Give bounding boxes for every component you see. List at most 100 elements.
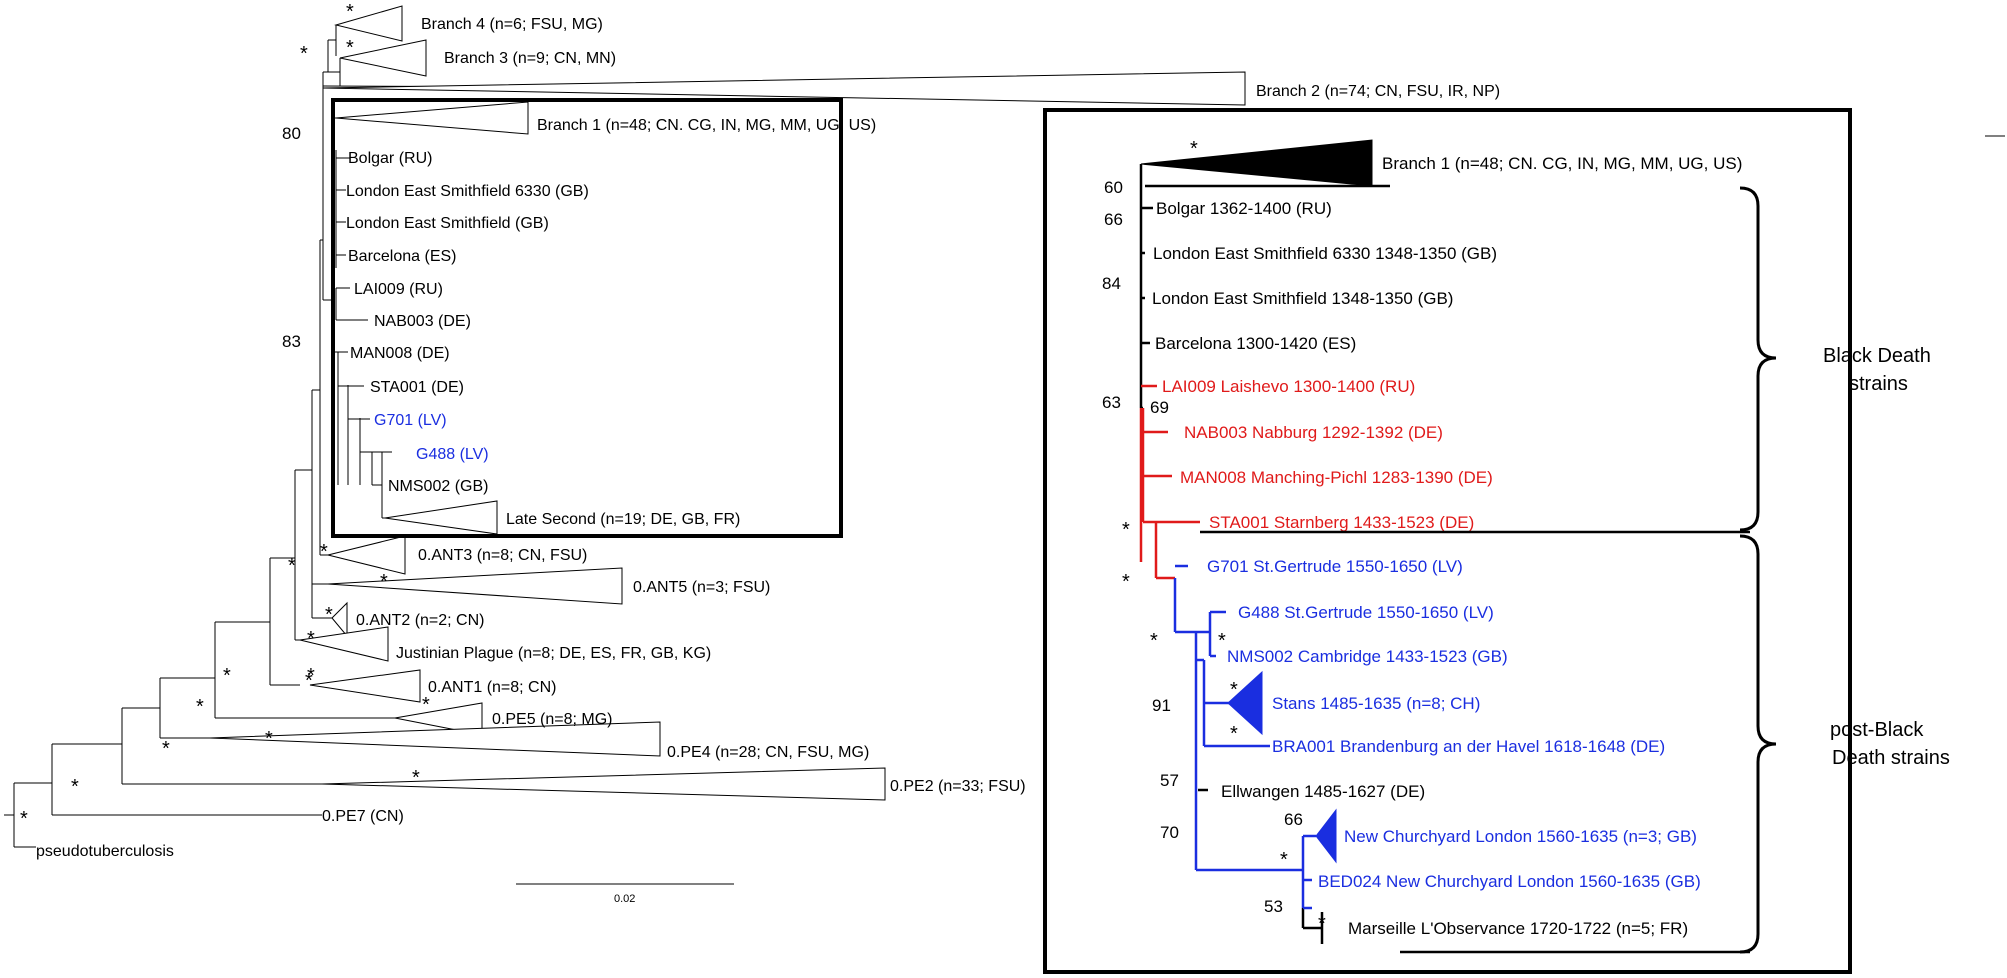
right-support-66: 66: [1104, 210, 1123, 229]
right-support-66b: 66: [1284, 810, 1303, 829]
left-taxon-branch2: Branch 2 (n=74; CN, FSU, IR, NP): [1256, 83, 1500, 100]
left-taxon-pseudotuberculosis: pseudotuberculosis: [36, 843, 174, 860]
left-asterisk: *: [223, 665, 231, 687]
right-asterisk: *: [1318, 913, 1326, 935]
left-highlight-box: [331, 98, 843, 538]
left-taxon-sta001: STA001 (DE): [370, 379, 464, 396]
left-asterisk: *: [412, 767, 420, 789]
right-asterisk: *: [1122, 519, 1130, 541]
group-brackets: [1145, 184, 1777, 954]
right-tree-support: 60 66 84 63 69 91 57 70 66 53 * * * * * …: [1102, 138, 1326, 935]
left-taxon-les: London East Smithfield (GB): [346, 215, 549, 232]
right-asterisk: *: [1150, 630, 1158, 652]
left-taxon-branch4: Branch 4 (n=6; FSU, MG): [421, 16, 603, 33]
post-black-death-brace: [1739, 534, 1777, 954]
black-death-brace: [1739, 186, 1777, 532]
left-tree-support: 80 83 * * * * * * * * * * * * * * * * * …: [20, 1, 430, 830]
post-black-death-label-line1: post-Black: [1830, 719, 1924, 741]
left-asterisk: *: [346, 37, 354, 59]
right-support-70: 70: [1160, 823, 1179, 842]
right-taxon-g488: G488 St.Gertrude 1550-1650 (LV): [1238, 603, 1494, 622]
right-taxon-g701: G701 St.Gertrude 1550-1650 (LV): [1207, 557, 1463, 576]
right-detail-box: [1043, 108, 1852, 974]
left-tree-collapsed-clades: [209, 5, 1246, 801]
left-asterisk: *: [20, 808, 28, 830]
right-taxon-man008: MAN008 Manching-Pichl 1283-1390 (DE): [1180, 468, 1493, 487]
right-asterisk: *: [1280, 849, 1288, 871]
left-taxon-g488: G488 (LV): [416, 446, 489, 463]
right-tree-branches-blue: [1173, 564, 1337, 910]
left-support-80: 80: [282, 124, 301, 143]
right-taxon-ellwangen: Ellwangen 1485-1627 (DE): [1221, 782, 1425, 801]
left-taxon-les6330: London East Smithfield 6330 (GB): [346, 183, 589, 200]
left-taxon-man008: MAN008 (DE): [350, 345, 450, 362]
right-asterisk: *: [1218, 630, 1226, 652]
left-taxon-ant3: 0.ANT3 (n=8; CN, FSU): [418, 547, 587, 564]
right-taxon-bra001: BRA001 Brandenburg an der Havel 1618-164…: [1272, 737, 1665, 756]
left-taxon-lai009: LAI009 (RU): [354, 281, 443, 298]
right-taxon-lai009: LAI009 Laishevo 1300-1400 (RU): [1162, 377, 1415, 396]
right-taxon-marseille: Marseille L'Observance 1720-1722 (n=5; F…: [1348, 919, 1688, 938]
right-taxon-barcelona: Barcelona 1300-1420 (ES): [1155, 334, 1356, 353]
left-taxon-pe4: 0.PE4 (n=28; CN, FSU, MG): [667, 744, 869, 761]
left-support-83: 83: [282, 332, 301, 351]
left-taxon-pe5: 0.PE5 (n=8; MG): [492, 711, 613, 728]
post-black-death-label-line2: Death strains: [1832, 747, 1950, 769]
right-asterisk: *: [1230, 723, 1238, 745]
right-taxon-stans: Stans 1485-1635 (n=8; CH): [1272, 694, 1480, 713]
right-support-60: 60: [1104, 178, 1123, 197]
left-taxon-ant2: 0.ANT2 (n=2; CN): [356, 612, 484, 629]
right-support-53: 53: [1264, 897, 1283, 916]
group-labels: Black Death strains post-Black Death str…: [1823, 345, 1950, 769]
left-asterisk: *: [162, 738, 170, 760]
left-taxon-nms002: NMS002 (GB): [388, 478, 488, 495]
left-taxon-bolgar: Bolgar (RU): [348, 150, 432, 167]
left-taxon-pe7: 0.PE7 (CN): [322, 808, 404, 825]
left-asterisk: *: [346, 1, 354, 23]
right-support-84: 84: [1102, 274, 1121, 293]
left-asterisk: *: [320, 541, 328, 563]
left-asterisk: *: [325, 604, 333, 626]
left-taxon-justinian: Justinian Plague (n=8; DE, ES, FR, GB, K…: [396, 645, 711, 662]
right-support-91: 91: [1152, 696, 1171, 715]
right-taxon-branch1: Branch 1 (n=48; CN. CG, IN, MG, MM, UG, …: [1382, 154, 1742, 173]
left-taxon-pe2: 0.PE2 (n=33; FSU): [890, 778, 1026, 795]
left-taxon-branch1: Branch 1 (n=48; CN. CG, IN, MG, MM, UG, …: [537, 117, 876, 134]
left-asterisk: *: [380, 571, 388, 593]
right-taxon-nms002: NMS002 Cambridge 1433-1523 (GB): [1227, 647, 1508, 666]
left-asterisk: *: [305, 670, 313, 692]
left-asterisk: *: [307, 665, 315, 687]
left-asterisk: *: [307, 628, 315, 650]
left-taxon-nab003: NAB003 (DE): [374, 313, 471, 330]
left-tree-labels: Branch 4 (n=6; FSU, MG) Branch 3 (n=9; C…: [36, 16, 1500, 860]
right-taxon-les6330: London East Smithfield 6330 1348-1350 (G…: [1153, 244, 1497, 263]
right-tree-branches-red: [1139, 384, 1200, 580]
left-taxon-g701: G701 (LV): [374, 412, 447, 429]
left-asterisk: *: [265, 728, 273, 750]
right-support-69: 69: [1150, 398, 1169, 417]
left-taxon-late-second: Late Second (n=19; DE, GB, FR): [506, 511, 740, 528]
left-asterisk: *: [196, 696, 204, 718]
right-support-63: 63: [1102, 393, 1121, 412]
left-taxon-branch3: Branch 3 (n=9; CN, MN): [444, 50, 616, 67]
right-taxon-new-churchyard: New Churchyard London 1560-1635 (n=3; GB…: [1344, 827, 1697, 846]
right-taxon-bed024: BED024 New Churchyard London 1560-1635 (…: [1318, 872, 1701, 891]
scale-bar-label: 0.02: [614, 893, 635, 905]
right-taxon-nab003: NAB003 Nabburg 1292-1392 (DE): [1184, 423, 1443, 442]
right-taxon-les: London East Smithfield 1348-1350 (GB): [1152, 289, 1453, 308]
black-death-label-line1: Black Death: [1823, 345, 1931, 367]
black-death-label-line2: strains: [1849, 373, 1908, 395]
right-support-57: 57: [1160, 771, 1179, 790]
left-asterisk: *: [422, 694, 430, 716]
left-asterisk: *: [71, 776, 79, 798]
right-taxon-sta001: STA001 Starnberg 1433-1523 (DE): [1209, 513, 1474, 532]
right-asterisk: *: [1122, 571, 1130, 593]
right-tree-labels: Branch 1 (n=48; CN. CG, IN, MG, MM, UG, …: [1152, 154, 1742, 938]
right-asterisk: *: [1230, 679, 1238, 701]
left-taxon-ant1: 0.ANT1 (n=8; CN): [428, 679, 556, 696]
right-taxon-bolgar: Bolgar 1362-1400 (RU): [1156, 199, 1332, 218]
left-taxon-ant5: 0.ANT5 (n=3; FSU): [633, 579, 770, 596]
left-asterisk: *: [288, 555, 296, 577]
right-asterisk: *: [1190, 138, 1198, 160]
